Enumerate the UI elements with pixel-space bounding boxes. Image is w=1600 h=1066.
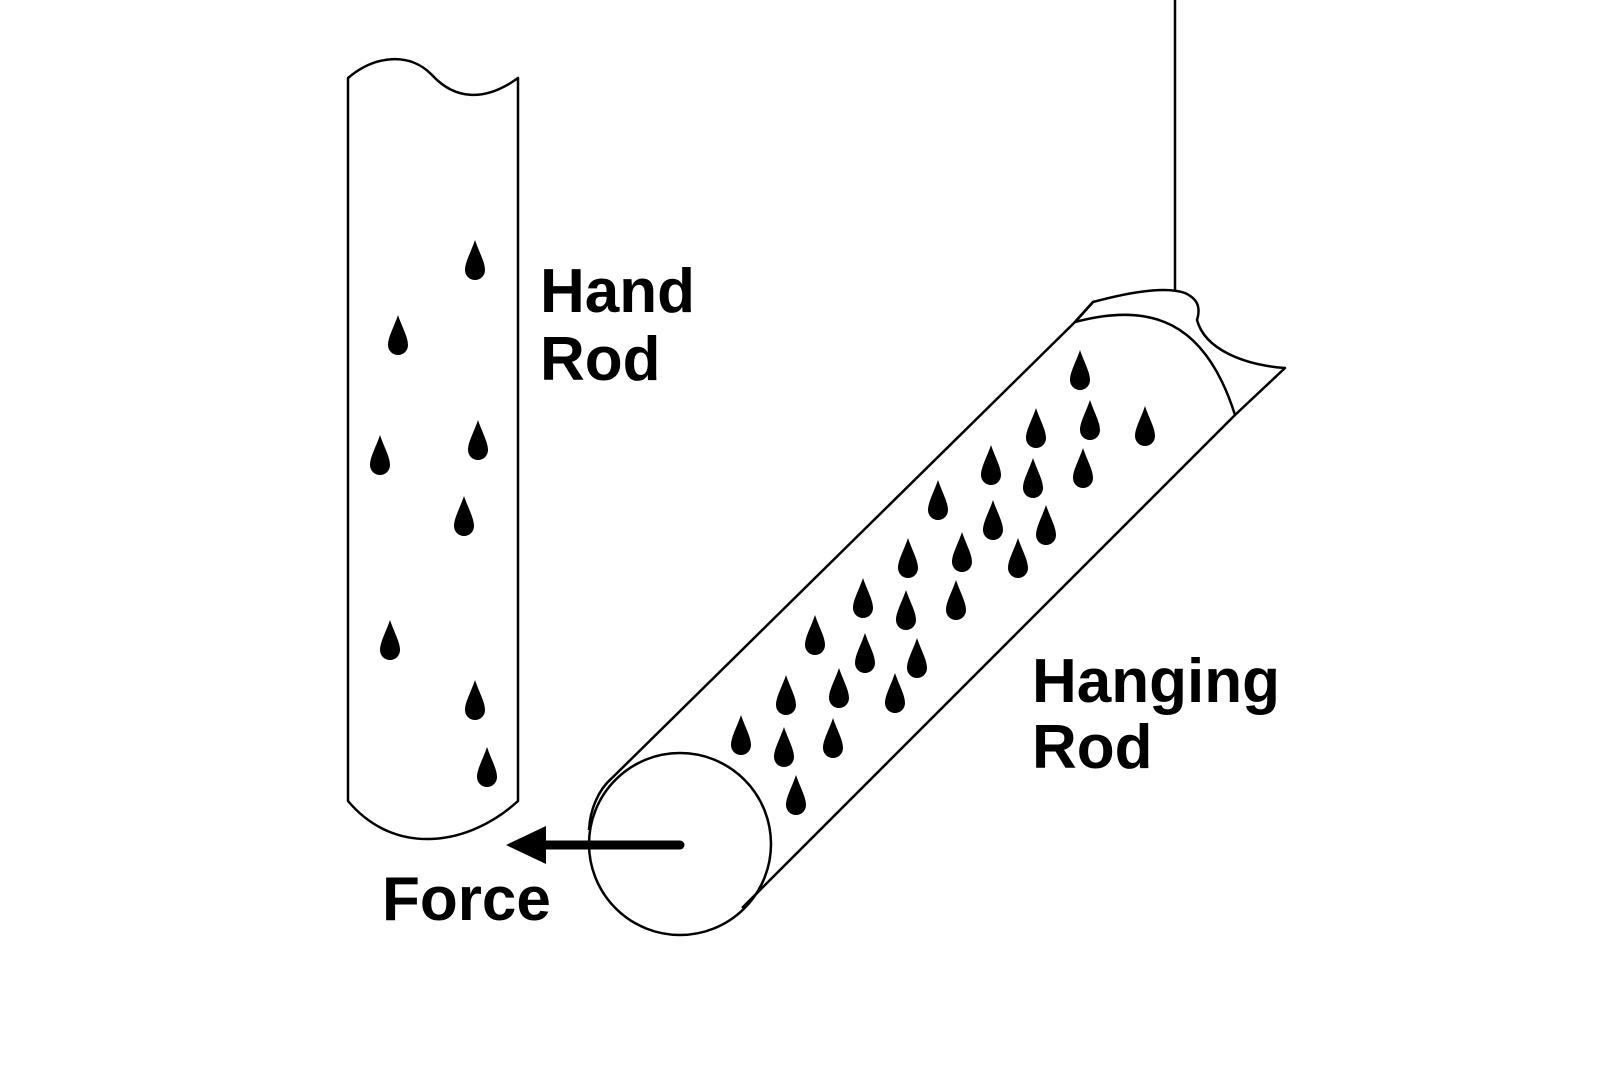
droplet bbox=[1026, 408, 1046, 448]
hanging-rod-label-line1: Hanging bbox=[1032, 647, 1280, 716]
hand-rod bbox=[346, 57, 520, 841]
droplet bbox=[465, 680, 485, 720]
droplet bbox=[1036, 505, 1056, 545]
droplet bbox=[786, 775, 806, 815]
droplet bbox=[380, 620, 400, 660]
droplet bbox=[823, 718, 843, 758]
hand-rod-label-line2: Rod bbox=[540, 325, 661, 394]
droplet bbox=[774, 727, 794, 767]
droplet bbox=[370, 435, 390, 475]
droplet bbox=[896, 590, 916, 630]
droplet bbox=[946, 580, 966, 620]
droplet bbox=[829, 668, 849, 708]
hanging-rod-droplets bbox=[731, 350, 1155, 815]
hanging-rod bbox=[587, 0, 1287, 937]
droplet bbox=[981, 445, 1001, 485]
hanging-rod-end-edge-bottom bbox=[741, 889, 761, 909]
droplet bbox=[1023, 458, 1043, 498]
hand-rod-label-line1: Hand bbox=[540, 257, 695, 326]
droplet bbox=[983, 500, 1003, 540]
hanging-rod-label-line2: Rod bbox=[1032, 713, 1153, 782]
droplet bbox=[731, 715, 751, 755]
droplet bbox=[1073, 448, 1093, 488]
droplet bbox=[454, 496, 474, 536]
droplet bbox=[907, 638, 927, 678]
droplet bbox=[468, 420, 488, 460]
droplet bbox=[885, 673, 905, 713]
droplet bbox=[477, 747, 497, 787]
droplet bbox=[1135, 406, 1155, 446]
droplet bbox=[1080, 400, 1100, 440]
hanging-rod-top-lip bbox=[1074, 301, 1094, 323]
droplet bbox=[388, 315, 408, 355]
droplet bbox=[805, 615, 825, 655]
droplet bbox=[855, 633, 875, 673]
force-arrow-head bbox=[506, 826, 546, 864]
droplet bbox=[898, 538, 918, 578]
droplet bbox=[853, 578, 873, 618]
droplet bbox=[776, 675, 796, 715]
droplet bbox=[1070, 350, 1090, 390]
force-arrow bbox=[506, 826, 685, 864]
droplet bbox=[465, 240, 485, 280]
hanging-rod-top-rim bbox=[1074, 313, 1237, 416]
force-label: Force bbox=[382, 865, 551, 934]
hand-rod-droplets bbox=[370, 240, 497, 787]
droplet bbox=[952, 532, 972, 572]
droplet bbox=[1008, 538, 1028, 578]
hanging-rod-end-edge bbox=[587, 777, 613, 831]
hand-rod-body bbox=[346, 57, 520, 841]
droplet bbox=[928, 480, 948, 520]
